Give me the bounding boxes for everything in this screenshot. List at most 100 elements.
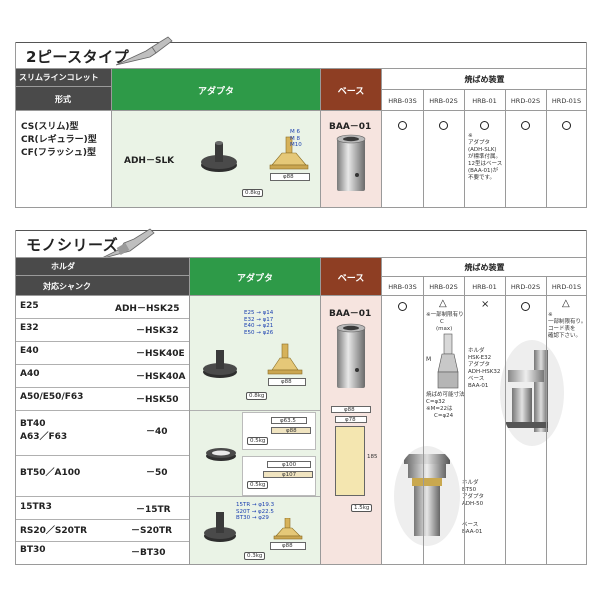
- base-cell: BAA－01: [321, 111, 381, 207]
- thread-dims: M 6 M 8 M10: [290, 129, 302, 148]
- weight-tag: 0.5kg: [247, 481, 269, 489]
- collet-label-cell: スリムラインコレット: [15, 68, 111, 86]
- table-row: －HSK32: [136, 326, 179, 336]
- base-header: ベース: [321, 257, 381, 295]
- machine-hrb02s: HRB-02S: [429, 283, 458, 291]
- holder-closeup-photo: [394, 446, 460, 546]
- adapter-cone-icon: [269, 136, 309, 170]
- compat-hrb03s: [398, 302, 407, 311]
- compat-hrb02s: [439, 121, 448, 130]
- table-row: －HSK40E: [136, 349, 185, 359]
- table-row: －40: [146, 427, 168, 437]
- holder-label-cell: ホルダ: [15, 257, 189, 275]
- table-row: E25: [20, 301, 39, 311]
- fitting-column: △ × △ ※一部制限有り C (max) M 焼ばめ可能寸法 C=φ32 ※M…: [382, 296, 587, 564]
- hrd01-note: ※ 一部制限有り。 コード表を 確認下さい。: [548, 312, 587, 339]
- machine-photo: [500, 340, 564, 446]
- type-cr: CR(レギュラー)型: [21, 135, 97, 145]
- fitting-cell: ※ アダプタ (ADH-SLK) が標準付属。 12型はベース (BAA-01)…: [382, 111, 587, 207]
- type-label-cell: 形式: [15, 87, 111, 110]
- weight-tag: 0.8kg: [242, 189, 264, 197]
- table-row: E32: [20, 323, 39, 333]
- weight-tag: 0.5kg: [247, 437, 269, 445]
- table-row: 15TR3: [20, 502, 52, 512]
- table-row: BT30: [20, 545, 46, 555]
- table-row: E40: [20, 346, 39, 356]
- table-row: BT40 A63／F63: [20, 419, 68, 442]
- weight-tag: 1.5kg: [351, 504, 373, 512]
- bt50-dim-bottom: φ107: [263, 471, 313, 478]
- section-title-2piece: 2ピースタイプ: [15, 36, 587, 68]
- bt40-dim-top: φ63.5: [271, 417, 307, 424]
- holder-illustration-icon: [100, 228, 155, 260]
- compat-hrd01s: [562, 121, 571, 130]
- tr-dims: 15TR → φ19.3 S20T → φ22.5 BT30 → φ29: [236, 502, 275, 521]
- base-cylinder-icon: [336, 134, 366, 191]
- machine-hrd02s: HRD-02S: [510, 283, 541, 291]
- hrb02-note-top: ※一部制限有り C (max): [426, 312, 464, 332]
- compat-hrb03s: [398, 121, 407, 130]
- hsk-adapter-cone-icon: [267, 343, 303, 375]
- machine-hrb01: HRB-01: [472, 97, 497, 105]
- photo-labels: ホルダ BT50 アダプタ ADH-50 ベース BAA-01: [462, 480, 485, 535]
- machine-hrb01: HRB-01: [472, 283, 497, 291]
- table-row: －15TR: [136, 505, 171, 515]
- compat-hrd02s: [521, 302, 530, 311]
- hsk-dim-box: φ88: [268, 378, 306, 386]
- bt50-ring-icon: [206, 448, 236, 461]
- table-row: ADH－HSK25: [115, 304, 180, 314]
- tr-dim-box: φ88: [270, 542, 306, 550]
- base-model: BAA－01: [329, 122, 372, 132]
- base-body-drawing: [335, 426, 365, 496]
- hrb01-note: ※ アダプタ (ADH-SLK) が標準付属。 12型はベース (BAA-01)…: [468, 133, 503, 181]
- adapter-dim-box: φ88: [270, 173, 310, 181]
- machine-hrd01s: HRD-01S: [551, 283, 582, 291]
- table-row: －HSK50: [136, 395, 179, 405]
- hsk-dims: E25 → φ14 E32 → φ17 E40 → φ21 E50 → φ26: [244, 310, 274, 336]
- base-dim-mid: φ78: [335, 416, 367, 423]
- machine-hrb03s: HRB-03S: [388, 283, 417, 291]
- machine-hrd01s: HRD-01S: [551, 97, 582, 105]
- compat-hrb01: ×: [481, 299, 490, 310]
- table-row: －BT30: [131, 548, 166, 558]
- machine-hrd02s: HRD-02S: [510, 97, 541, 105]
- hrb02-m-label: M: [426, 356, 432, 363]
- adapter-disc-icon: [201, 141, 237, 172]
- table-row: BT50／A100: [20, 468, 81, 478]
- bt40-group: φ63.5 φ88 0.5kg: [242, 412, 316, 450]
- section-title-text: 2ピースタイプ: [26, 48, 130, 66]
- hrb02-note-bottom: 焼ばめ可能寸法 C=φ32 ※M=22は C=φ24: [426, 392, 465, 419]
- hrb01-labels: ホルダ HSK-E32 アダプタ ADH-HSK32 ベース BAA-01: [468, 348, 501, 389]
- adapter-cell: ADH－SLK M 6 M 8 M10 φ88 0.8kg: [112, 111, 320, 207]
- base-column: BAA－01 φ88 φ78 185 1.5kg: [321, 296, 381, 564]
- weight-tag: 0.3kg: [244, 552, 266, 560]
- type-cs: CS(スリム)型: [21, 122, 79, 132]
- table-row: A50/E50/F63: [20, 392, 84, 402]
- type-cell: CS(スリム)型 CR(レギュラー)型 CF(フラッシュ)型: [15, 111, 111, 207]
- weight-tag: 0.8kg: [246, 392, 268, 400]
- holder-illustration-icon: [116, 36, 173, 66]
- tr-adapter-cone-icon: [273, 518, 303, 540]
- shank-label-cell: 対応シャンク: [15, 276, 189, 295]
- table-row: －HSK40A: [136, 372, 186, 382]
- machine-header-row: HRB-03S HRB-02S HRB-01 HRD-02S HRD-01S: [382, 90, 587, 110]
- table-row: －50: [146, 468, 168, 478]
- base-height: 185: [367, 454, 378, 460]
- compat-hrb01: [480, 121, 489, 130]
- type-cf: CF(フラッシュ)型: [21, 148, 96, 158]
- adapter-header: アダプタ: [190, 257, 320, 295]
- section-title-text: モノシリーズ: [26, 236, 119, 254]
- compat-hrb02s: △: [439, 298, 447, 309]
- table-row: A40: [20, 369, 40, 379]
- machine-hrb03s: HRB-03S: [388, 97, 417, 105]
- bt40-dim-bottom: φ88: [271, 427, 311, 434]
- section-title-mono: モノシリーズ: [15, 228, 587, 260]
- compat-hrd01s: △: [562, 298, 570, 309]
- base-header: ベース: [321, 68, 381, 110]
- tr-adapter-disc-icon: [204, 512, 236, 542]
- table-row: －S20TR: [131, 526, 173, 536]
- bt50-group: φ100 φ107 0.5kg: [242, 456, 316, 496]
- machine-header-row: HRB-03S HRB-02S HRB-01 HRD-02S HRD-01S: [382, 277, 587, 295]
- adapter-image-column: E25 → φ14 E32 → φ17 E40 → φ21 E50 → φ26 …: [190, 296, 320, 564]
- adapter-header: アダプタ: [112, 68, 320, 110]
